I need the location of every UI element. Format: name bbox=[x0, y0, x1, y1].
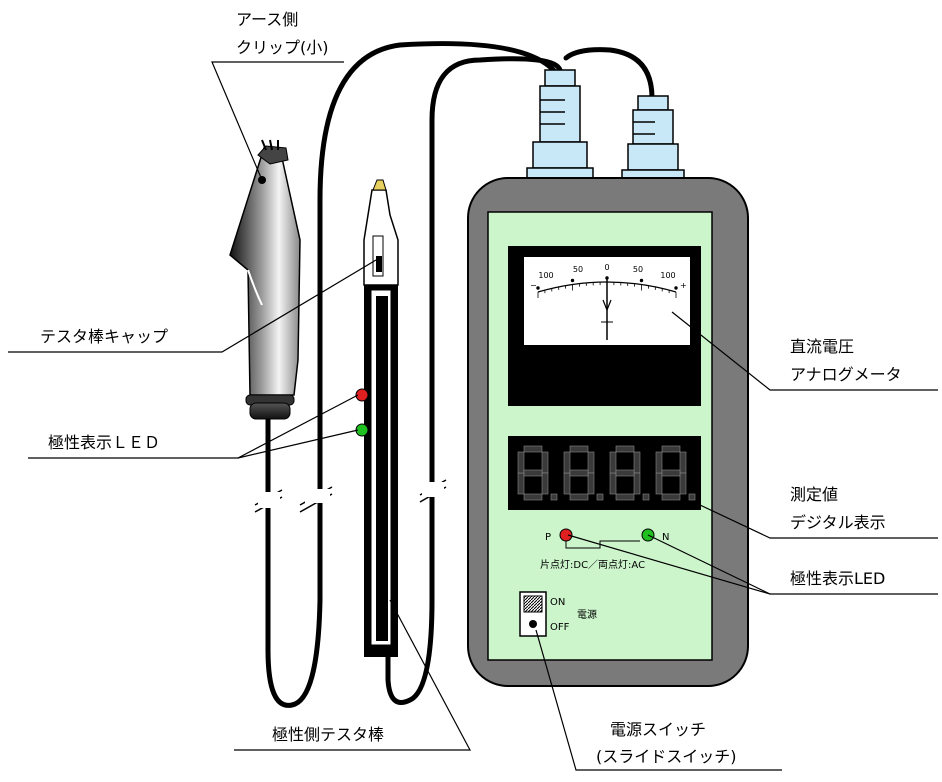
digit-segment bbox=[661, 469, 681, 477]
switch-dot bbox=[529, 620, 537, 628]
digit-segment bbox=[587, 472, 595, 495]
digit-segment bbox=[661, 493, 681, 501]
digit-decimal-point bbox=[596, 493, 604, 501]
connector-right bbox=[621, 95, 685, 181]
digit-segment bbox=[517, 472, 525, 495]
meter-dot bbox=[536, 286, 540, 290]
digit-segment bbox=[563, 472, 571, 495]
label-probe: 極性側テスタ棒 bbox=[272, 725, 384, 744]
digit-decimal-point bbox=[642, 493, 650, 501]
digit-segment bbox=[609, 451, 617, 474]
digit-segment bbox=[569, 445, 589, 453]
digit-segment bbox=[679, 451, 687, 474]
digit-segment bbox=[615, 469, 635, 477]
digit-segment bbox=[615, 445, 635, 453]
digital-digits bbox=[517, 445, 696, 501]
label-switch-line1: 電源スイッチ bbox=[610, 720, 706, 739]
cable-break-marks bbox=[254, 479, 447, 513]
meter-scale-label: 50 bbox=[573, 265, 583, 274]
digit-segment bbox=[569, 469, 589, 477]
label-meter-line1: 直流電圧 bbox=[790, 337, 854, 356]
label-probe-cap: テスタ棒キャップ bbox=[40, 327, 168, 346]
label-clip-line2: クリップ(小) bbox=[236, 38, 329, 57]
meter-dot bbox=[639, 278, 644, 283]
digit-segment bbox=[523, 445, 543, 453]
switch-knob[interactable] bbox=[523, 595, 543, 613]
leader-lines bbox=[8, 61, 938, 771]
digit-segment bbox=[541, 472, 549, 495]
digit-segment bbox=[563, 451, 571, 474]
digit-segment bbox=[609, 472, 617, 495]
digit-segment bbox=[523, 493, 543, 501]
label-switch-line2: (スライドスイッチ) bbox=[596, 747, 737, 766]
meter-scale-label: 100 bbox=[660, 271, 675, 280]
earth-cable bbox=[265, 41, 568, 708]
digit-segment bbox=[655, 472, 663, 495]
label-meter-line2: アナログメータ bbox=[790, 365, 902, 384]
probe-led-red bbox=[355, 388, 369, 402]
digit-segment bbox=[655, 451, 663, 474]
polarity-probe bbox=[355, 179, 399, 657]
earth-clip bbox=[229, 139, 301, 420]
meter-scale-label: 50 bbox=[633, 265, 643, 274]
cables bbox=[265, 41, 655, 708]
meter-dot bbox=[674, 286, 678, 290]
digit-decimal-point bbox=[688, 493, 696, 501]
power-label: 電源 bbox=[577, 608, 597, 621]
label-led-right: 極性表示LED bbox=[790, 569, 885, 588]
meter-scale-label: 100 bbox=[538, 271, 553, 280]
label-led-left: 極性表示ＬＥＤ bbox=[48, 433, 160, 452]
probe-cable bbox=[385, 56, 563, 705]
digit-segment bbox=[679, 472, 687, 495]
digit-segment bbox=[633, 472, 641, 495]
digit-decimal-point bbox=[550, 493, 558, 501]
label-clip-line1: アース側 bbox=[236, 10, 298, 29]
digit-segment bbox=[541, 451, 549, 474]
label-digital-line2: デジタル表示 bbox=[790, 513, 886, 532]
digit-segment bbox=[633, 451, 641, 474]
digit-segment bbox=[517, 451, 525, 474]
led-p-label: P bbox=[545, 532, 551, 543]
switch-off-label: OFF bbox=[550, 622, 570, 633]
meter-scale-label: 0 bbox=[604, 263, 609, 272]
meter-plus: + bbox=[680, 281, 687, 290]
connector-left bbox=[526, 69, 594, 181]
led-mode-text: 片点灯:DC／両点灯:AC bbox=[540, 558, 645, 571]
label-digital-line1: 測定値 bbox=[790, 485, 838, 504]
callout-labels: アース側 クリップ(小) テスタ棒キャップ 極性表示ＬＥＤ 極性側テスタ棒 直流… bbox=[40, 10, 902, 766]
digit-segment bbox=[661, 445, 681, 453]
panel-led-p bbox=[559, 528, 573, 542]
digit-segment bbox=[587, 451, 595, 474]
meter-minus: − bbox=[530, 281, 537, 290]
digit-segment bbox=[615, 493, 635, 501]
digit-segment bbox=[569, 493, 589, 501]
tester-case: 100 50 0 50 100 − + P N 片点灯:DC／両点灯:AC ON… bbox=[467, 177, 749, 687]
meter-cable-right bbox=[563, 47, 655, 101]
switch-on-label: ON bbox=[550, 597, 565, 608]
led-n-label: N bbox=[662, 532, 669, 543]
digit-segment bbox=[523, 469, 543, 477]
meter-dot bbox=[570, 278, 575, 283]
